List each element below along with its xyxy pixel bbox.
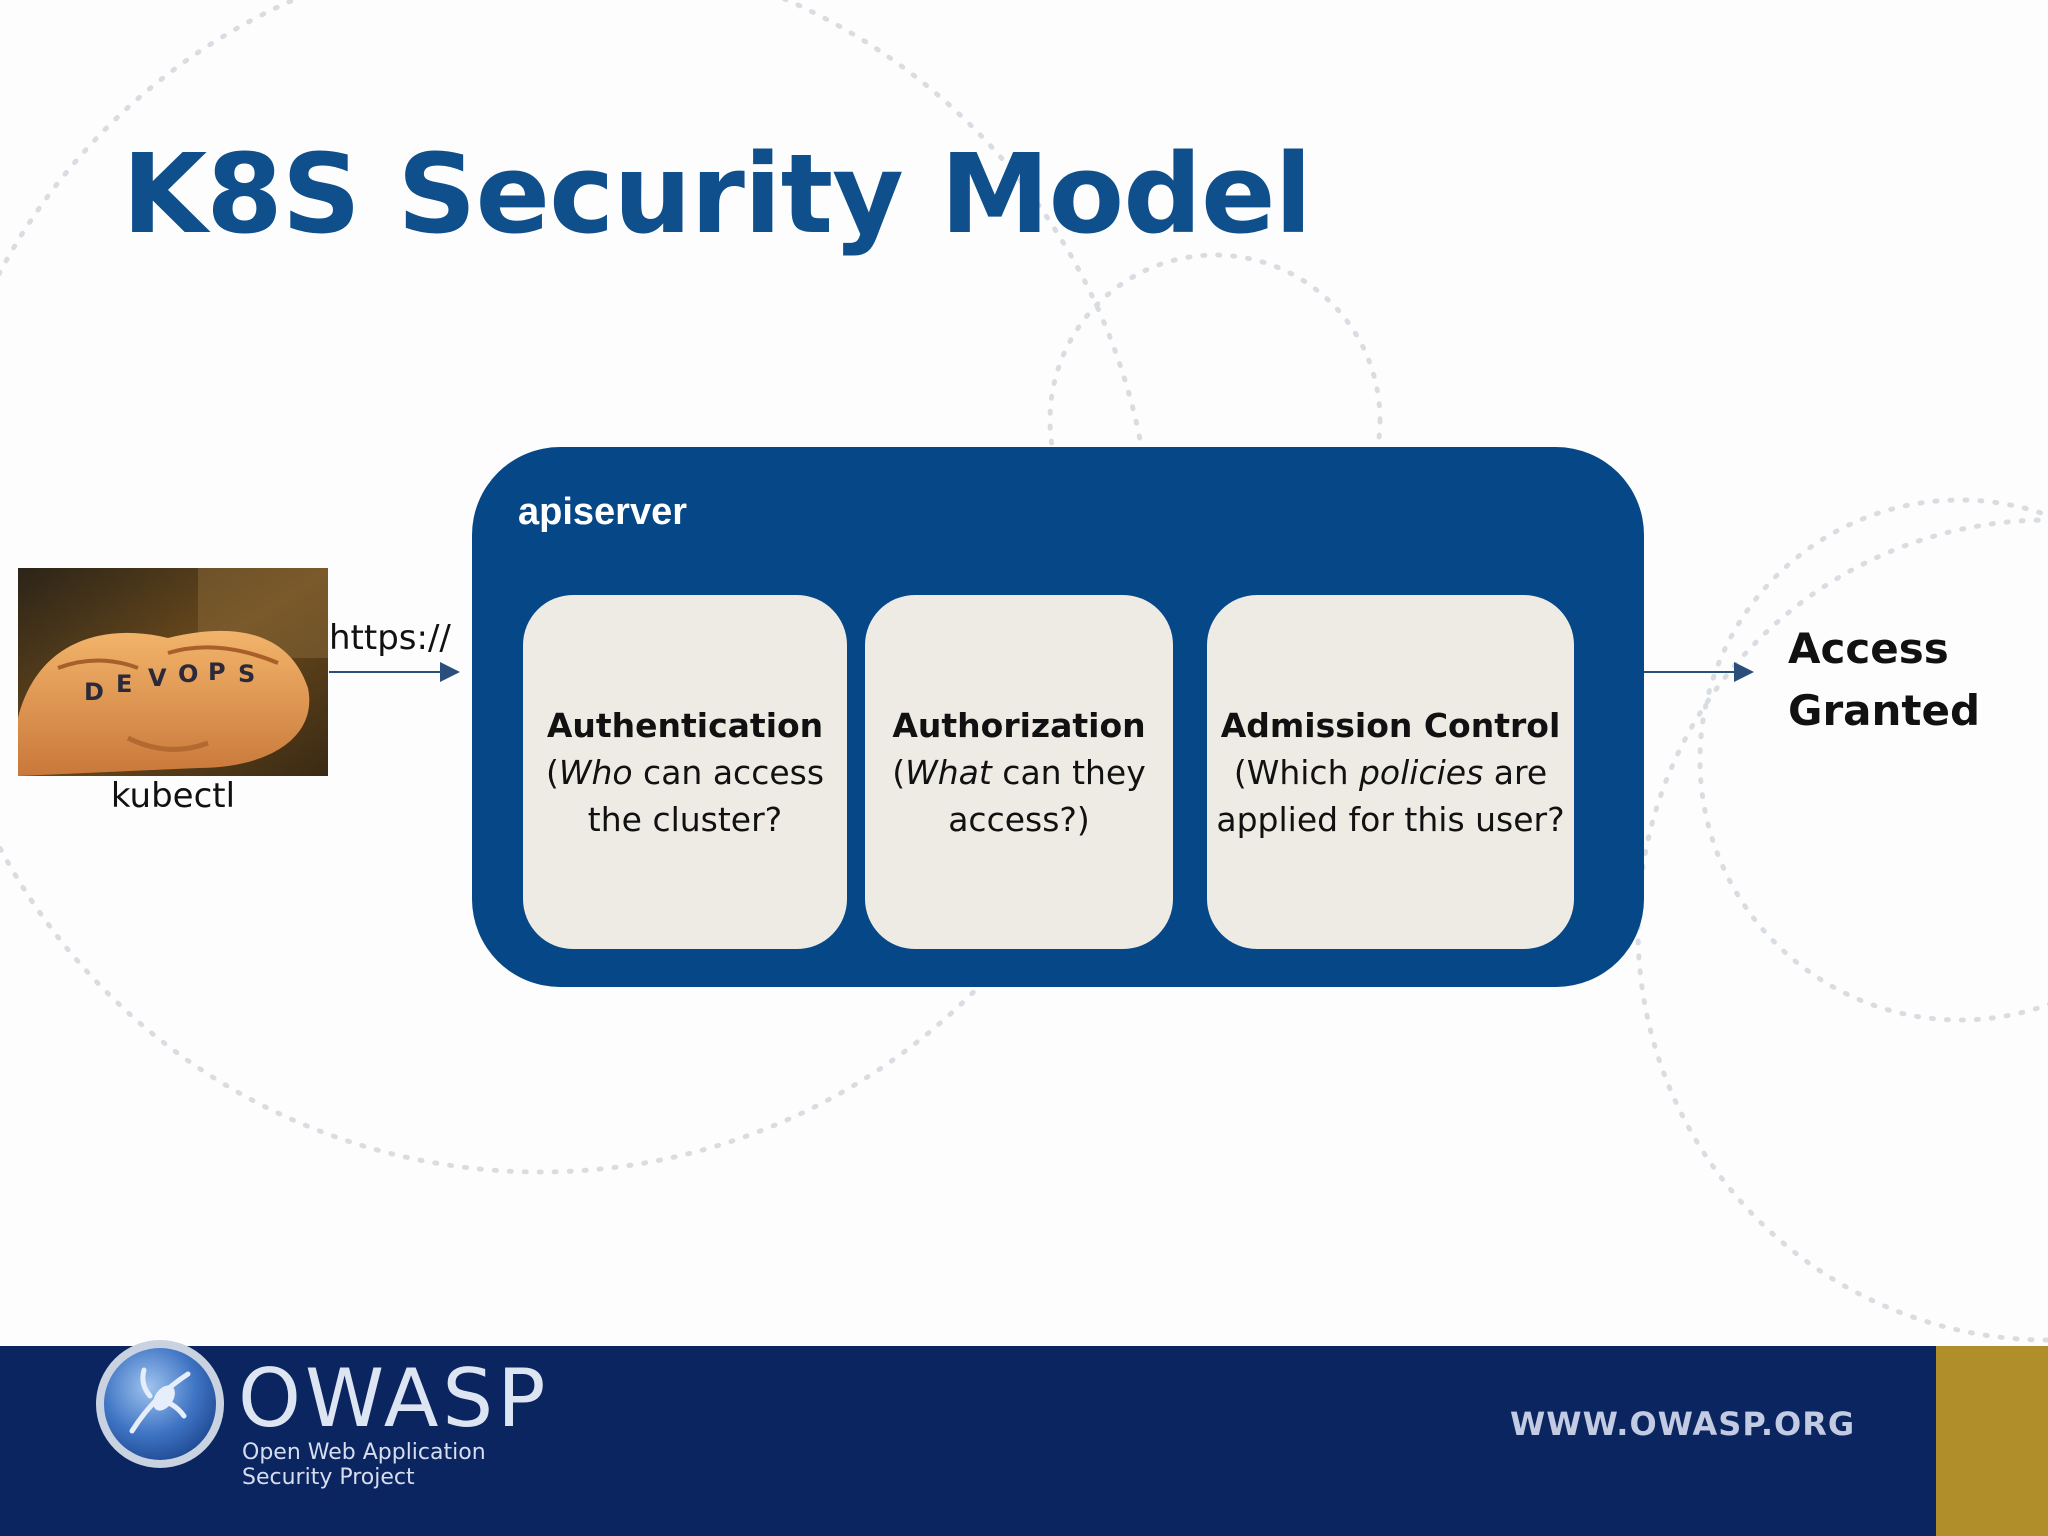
- stage-description: (Which policies are applied for this use…: [1216, 752, 1565, 839]
- knuckle-letter: O: [178, 660, 198, 688]
- knuckle-letter: S: [238, 660, 255, 688]
- knuckle-letter: V: [148, 664, 167, 692]
- knuckle-letter: P: [208, 658, 226, 686]
- owasp-wasp-logo: [96, 1340, 224, 1468]
- stage-title: Authentication: [546, 705, 824, 745]
- owasp-tagline: Open Web Application Security Project: [242, 1440, 486, 1490]
- protocol-label: https://: [329, 618, 451, 658]
- apiserver-box: apiserver Authentication (Who can access…: [472, 447, 1644, 987]
- footer-bar: [0, 1346, 2048, 1536]
- stage-description: (What can they access?): [892, 752, 1146, 839]
- client-label: kubectl: [110, 776, 236, 816]
- apiserver-label: apiserver: [518, 491, 688, 533]
- knuckle-letter: E: [116, 670, 132, 698]
- stage-description: (Who can access the cluster?: [545, 752, 825, 839]
- devops-knuckles-photo: D E V O P S: [18, 568, 328, 776]
- owasp-wordmark: OWASP: [238, 1352, 550, 1445]
- slide-title: K8S Security Model: [122, 130, 1312, 258]
- knuckle-letter: D: [84, 678, 104, 706]
- authentication-stage: Authentication (Who can access the clust…: [523, 595, 847, 949]
- footer-accent: [1936, 1346, 2048, 1536]
- stage-title: Authorization: [892, 705, 1146, 745]
- owasp-url: WWW.OWASP.ORG: [1510, 1405, 1856, 1443]
- stage-title: Admission Control: [1220, 705, 1561, 745]
- access-granted-label: Access Granted: [1788, 624, 1981, 735]
- admission-control-stage: Admission Control (Which policies are ap…: [1207, 595, 1574, 949]
- knuckle-letters: D E V O P S: [84, 658, 255, 706]
- authorization-stage: Authorization (What can they access?): [865, 595, 1173, 949]
